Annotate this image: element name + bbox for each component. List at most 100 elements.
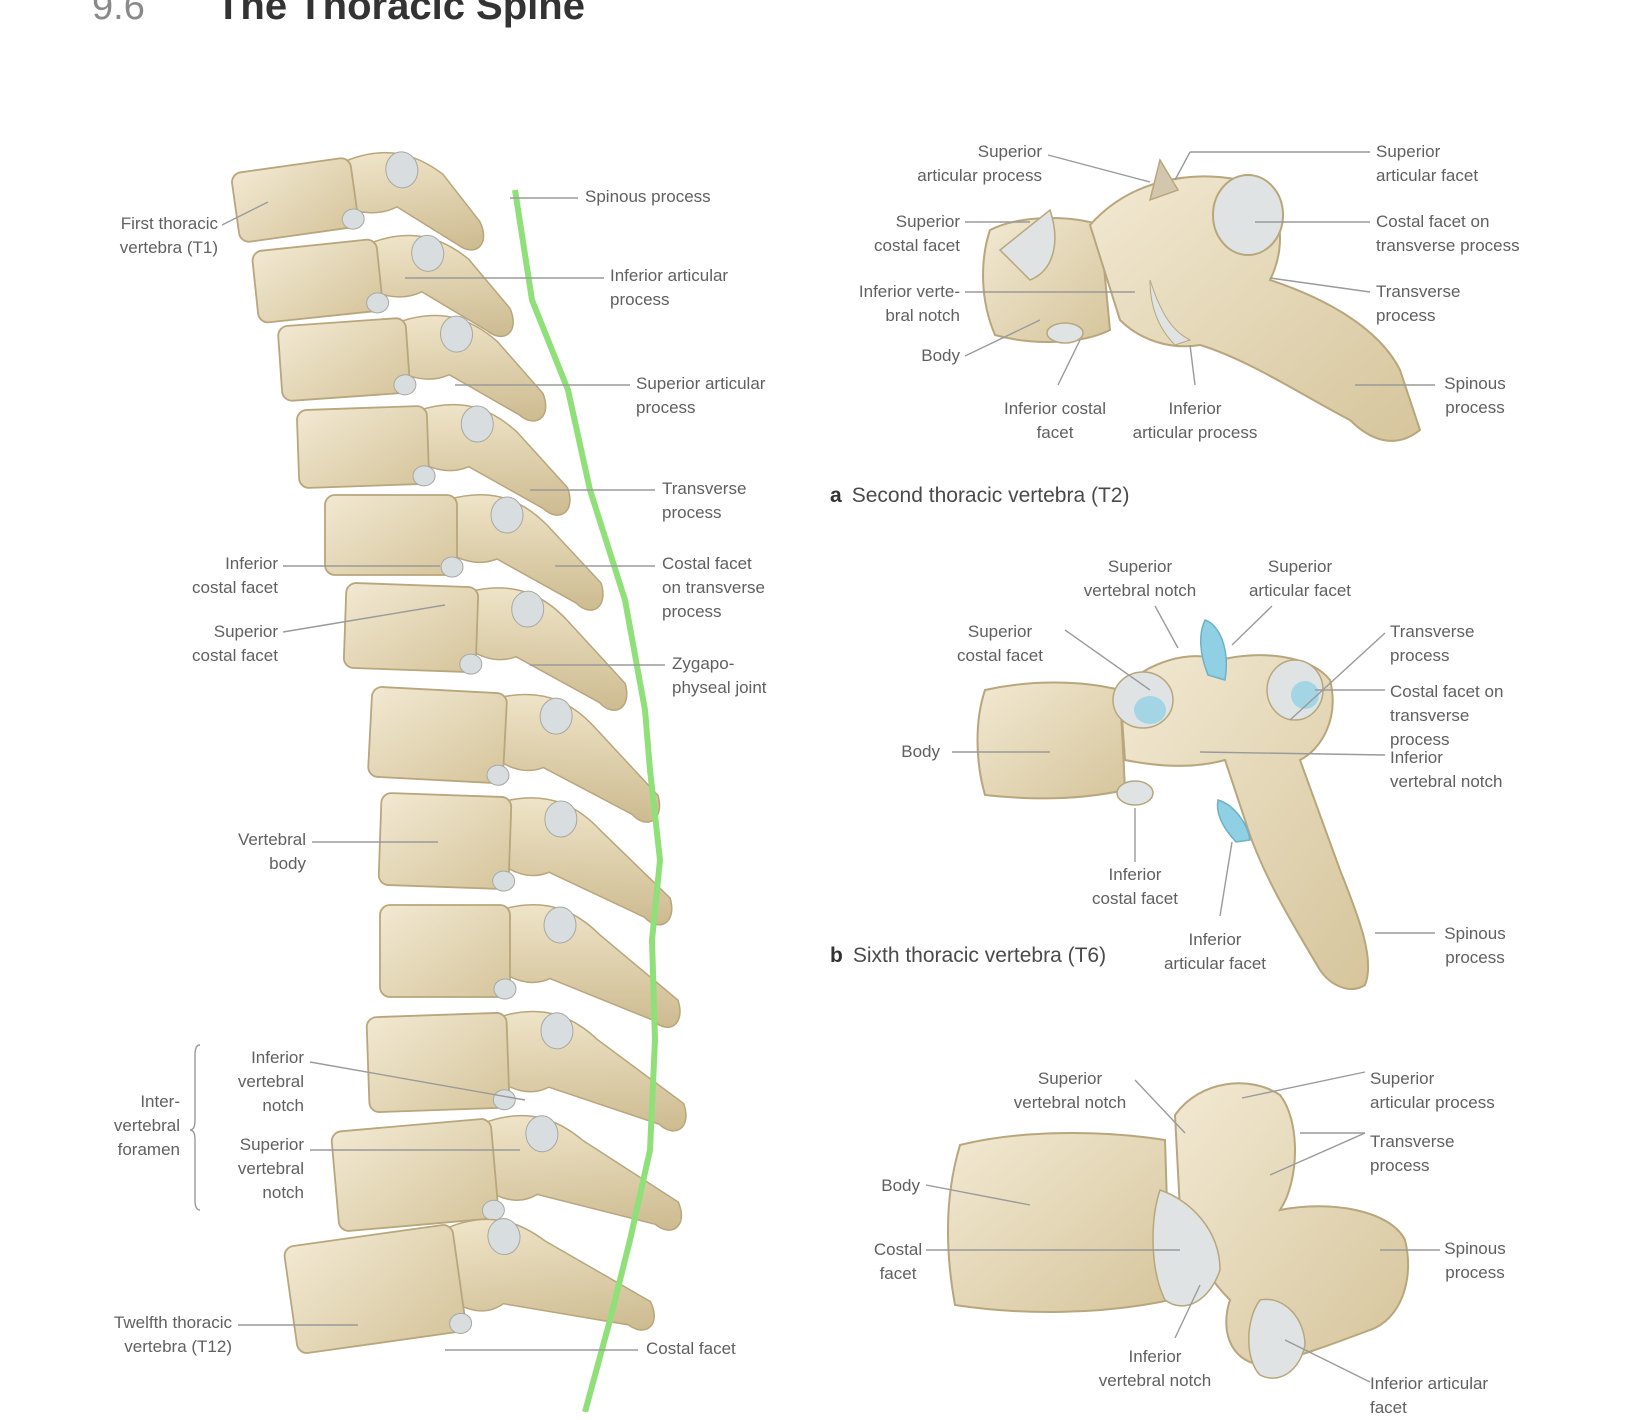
label-costal-facet: Costal facet bbox=[646, 1339, 736, 1358]
articular-facet bbox=[487, 1218, 521, 1256]
articular-facet bbox=[511, 590, 545, 628]
vertebral-body bbox=[231, 157, 359, 243]
t6-vertebra-illustration bbox=[976, 619, 1370, 990]
t2-caption-text: Second thoracic vertebra (T2) bbox=[851, 484, 1130, 507]
t6-label-costal-facet-transverse: Costal facet on transverse process bbox=[1390, 682, 1504, 749]
articular-facet bbox=[439, 315, 474, 353]
t12-label-spinous-process: Spinous process bbox=[1444, 1239, 1506, 1282]
costal-facet bbox=[492, 870, 516, 892]
t6-caption-text: Sixth thoracic vertebra (T6) bbox=[852, 944, 1107, 967]
t6-label-inferior-vertebral-notch: Inferior vertebral notch bbox=[1390, 748, 1503, 791]
t2-label-inferior-vertebral-notch: Inferior verte- bral notch bbox=[858, 282, 960, 325]
costal-facet bbox=[459, 653, 483, 675]
costal-facet bbox=[449, 1312, 473, 1334]
vertebral-body bbox=[296, 405, 430, 489]
label-vertebral-body: Vertebral body bbox=[237, 830, 306, 873]
vertebra-t1 bbox=[231, 151, 485, 251]
t2-label-superior-articular-process: Superior articular process bbox=[917, 142, 1042, 185]
vertebral-body bbox=[251, 238, 384, 324]
vertebra-t10 bbox=[365, 1010, 687, 1132]
costal-facet bbox=[492, 1089, 516, 1111]
t2-caption: a Second thoracic vertebra (T2) bbox=[830, 484, 1129, 508]
spinous-process-line bbox=[512, 189, 663, 1412]
vertebra-t3 bbox=[277, 314, 547, 422]
t6-caption: b Sixth thoracic vertebra (T6) bbox=[830, 944, 1106, 968]
t6-label-spinous-process: Spinous process bbox=[1444, 924, 1506, 967]
vertebral-body bbox=[379, 904, 511, 998]
costal-facet bbox=[440, 556, 464, 578]
t12-label-superior-vertebral-notch: Superior vertebral notch bbox=[1013, 1069, 1127, 1112]
vertebra-t4 bbox=[296, 403, 571, 516]
t6-label-transverse-process: Transverse process bbox=[1390, 622, 1475, 665]
t2-label-spinous-process: Spinous process bbox=[1444, 374, 1506, 417]
t12-label-body: Body bbox=[881, 1176, 920, 1195]
leader-lines bbox=[189, 151, 1440, 1383]
t12-label-inferior-articular-facet: Inferior articular facet bbox=[1370, 1374, 1489, 1417]
label-superior-vertebral-notch: Superior vertebral notch bbox=[237, 1135, 304, 1202]
t6-label-inferior-costal-facet: Inferior costal facet bbox=[1092, 865, 1178, 908]
costal-facet bbox=[341, 208, 365, 230]
vertebra-t9 bbox=[379, 904, 681, 1028]
t6-label-superior-vertebral-notch: Superior vertebral notch bbox=[1083, 557, 1197, 600]
label-twelfth-thoracic-vertebra: Twelfth thoracic vertebra (T12) bbox=[113, 1313, 232, 1356]
vertebral-body bbox=[283, 1224, 467, 1354]
label-intervertebral-foramen: Inter- vertebral foramen bbox=[113, 1092, 180, 1159]
label-inferior-articular-process: Inferior articular process bbox=[610, 266, 729, 309]
costal-facet bbox=[412, 465, 436, 487]
vertebral-body bbox=[377, 792, 513, 890]
vertebra-t8 bbox=[377, 792, 673, 926]
articular-facet bbox=[540, 1012, 574, 1050]
label-first-thoracic-vertebra: First thoracic vertebra (T1) bbox=[119, 214, 218, 257]
articular-facet bbox=[525, 1115, 559, 1153]
vertebral-body bbox=[367, 686, 508, 784]
vertebra-t12 bbox=[283, 1218, 655, 1354]
vertebral-arch bbox=[441, 1218, 655, 1331]
t12-label-transverse-process: Transverse process bbox=[1370, 1132, 1455, 1175]
vertebra-t11 bbox=[330, 1114, 683, 1232]
t12-vertebra-illustration bbox=[947, 1082, 1410, 1379]
costal-facet bbox=[393, 374, 417, 396]
vertebra-t7 bbox=[367, 686, 661, 823]
t2-label-inferior-articular-process: Inferior articular process bbox=[1132, 399, 1258, 442]
label-zygapophyseal-joint: Zygapo- physeal joint bbox=[672, 654, 767, 697]
t2-vertebra-illustration bbox=[982, 158, 1422, 442]
t12-label-inferior-vertebral-notch: Inferior vertebral notch bbox=[1098, 1347, 1212, 1390]
articular-facet bbox=[411, 234, 445, 272]
t2-label-transverse-process: Transverse process bbox=[1376, 282, 1461, 325]
costal-facet bbox=[493, 978, 517, 1000]
t6-label-body: Body bbox=[901, 742, 940, 761]
page-title: The Thoracic Spine bbox=[216, 0, 585, 28]
articular-facet bbox=[539, 697, 573, 735]
vertebral-body bbox=[365, 1012, 511, 1113]
t6-label-superior-articular-facet: Superior articular facet bbox=[1248, 557, 1352, 600]
label-inferior-vertebral-notch: Inferior vertebral notch bbox=[237, 1048, 304, 1115]
t2-caption-letter: a bbox=[830, 484, 842, 507]
articular-facet bbox=[460, 405, 494, 443]
t2-label-inferior-costal-facet: Inferior costal facet bbox=[1003, 399, 1107, 442]
articular-facet bbox=[490, 496, 524, 534]
vertebral-body bbox=[324, 494, 458, 576]
t2-label-superior-articular-facet: Superior articular facet bbox=[1376, 142, 1479, 185]
label-superior-costal-facet: Superior costal facet bbox=[192, 622, 278, 665]
t6-label-inferior-articular-facet: Inferior articular facet bbox=[1163, 930, 1267, 973]
t2-label-costal-facet-transverse: Costal facet on transverse process bbox=[1376, 212, 1520, 255]
t6-label-superior-costal-facet: Superior costal facet bbox=[957, 622, 1043, 665]
vertebral-body bbox=[342, 582, 480, 673]
vertebra-t2 bbox=[251, 234, 514, 337]
articular-facet bbox=[543, 906, 577, 944]
articular-facet bbox=[544, 800, 578, 838]
vertebral-body bbox=[330, 1118, 500, 1232]
t6-caption-letter: b bbox=[830, 944, 843, 967]
label-spinous-process: Spinous process bbox=[585, 187, 711, 206]
articular-facet bbox=[385, 151, 419, 189]
label-inferior-costal-facet: Inferior costal facet bbox=[192, 554, 278, 597]
t2-label-body: Body bbox=[921, 346, 960, 365]
label-costal-facet-transverse: Costal facet on transverse process bbox=[662, 554, 765, 621]
vertebral-body bbox=[277, 317, 411, 402]
t2-label-superior-costal-facet: Superior costal facet bbox=[874, 212, 960, 255]
thoracic-spine-column bbox=[231, 151, 687, 1354]
t12-label-superior-articular-process: Superior articular process bbox=[1370, 1069, 1495, 1112]
label-transverse-process: Transverse process bbox=[662, 479, 747, 522]
